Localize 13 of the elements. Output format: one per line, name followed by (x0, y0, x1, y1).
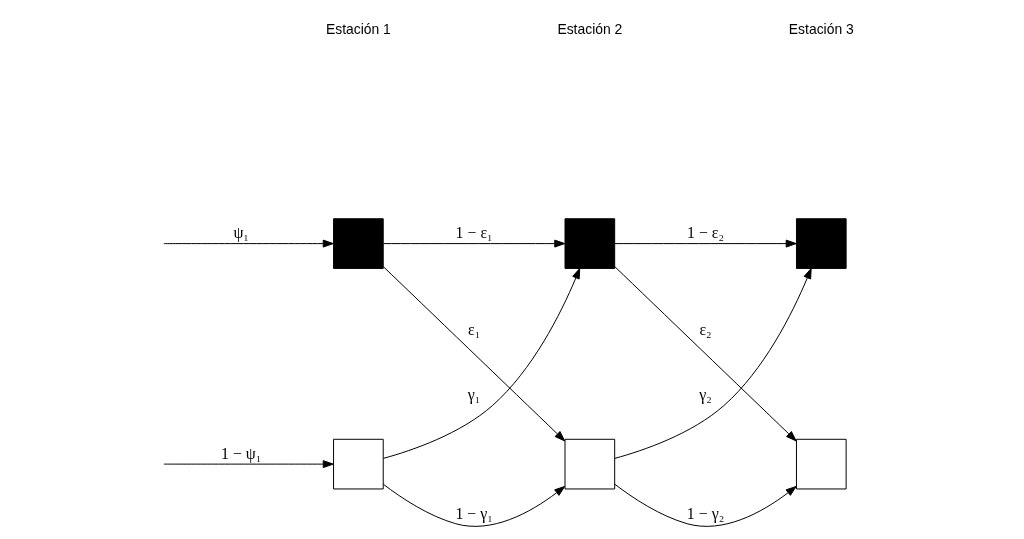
edge-label: ε₂ (699, 320, 712, 338)
edge-label: γ₁ (467, 386, 481, 404)
label: Estación 2 (557, 20, 623, 37)
edge-label: 1 − γ₂ (686, 504, 725, 522)
edge-label: 1 − ψ₁ (221, 444, 262, 462)
edge-label: ε₁ (468, 320, 481, 338)
edge-label: 1 − γ₁ (455, 504, 493, 522)
edge-label: γ₂ (699, 386, 712, 404)
label: Estación 3 (788, 20, 854, 37)
label: Estación 1 (325, 20, 391, 37)
edge-label: 1 − ε₁ (455, 224, 493, 242)
edge-label: 1 − ε₂ (687, 224, 725, 242)
edge-label: ψ₁ (233, 224, 249, 242)
